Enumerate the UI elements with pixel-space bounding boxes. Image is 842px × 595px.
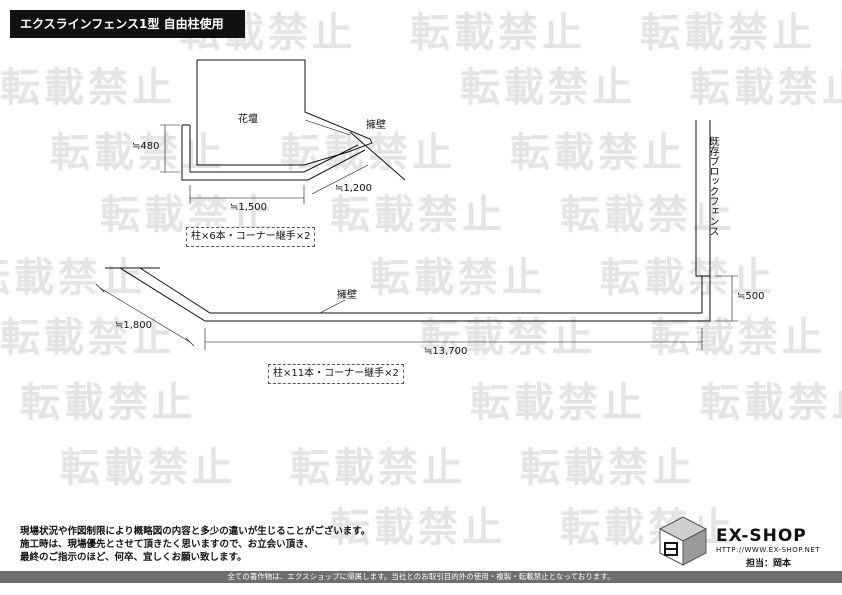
watermark: 転載禁止: [690, 65, 842, 111]
lower-fence-outer: [119, 267, 711, 322]
drawing-title: エクスラインフェンス1型 自由柱使用: [10, 10, 245, 38]
watermark: 転載禁止: [50, 130, 226, 176]
watermark: 転載禁止: [0, 255, 146, 301]
watermark: 転載禁止: [700, 380, 842, 426]
dim-480: ≒480: [132, 141, 160, 152]
retaining-wall-upper-label: 擁壁: [366, 120, 386, 131]
watermark: 転載禁止: [520, 445, 696, 491]
watermark: 転載禁止: [510, 130, 686, 176]
brand-name: EX-SHOP: [716, 526, 807, 546]
watermark: 転載禁止: [600, 255, 776, 301]
watermark: 転載禁止: [640, 10, 816, 56]
block-fence-label: 既存ブロックフェンス: [707, 136, 718, 236]
watermark: 転載禁止: [410, 10, 586, 56]
watermark: 転載禁止: [330, 505, 506, 551]
dim-1500: ≒1,500: [230, 202, 268, 213]
lower-fence-inner: [139, 267, 703, 314]
watermark: 転載禁止: [650, 315, 826, 361]
watermark: 転載禁止: [60, 445, 236, 491]
copyright-footer: 全ての著作物は、エクスショップに帰属します。当社とのお取引目的外の使用・複製・転…: [0, 571, 842, 583]
notes: 現場状況や作図制限により概略図の内容と多少の違いが生じることがございます。 施工…: [20, 525, 370, 564]
watermark: 転載禁止: [0, 315, 176, 361]
dim-13700: ≒13,700: [424, 346, 468, 357]
flower-bed-label: 花壇: [238, 114, 258, 125]
watermark: 転載禁止: [460, 65, 636, 111]
ex-shop-logo-icon: [658, 516, 708, 566]
watermark: 転載禁止: [560, 192, 736, 238]
dim-1800: ≒1,800: [115, 320, 153, 331]
note-line: 最終のご指示のほど、何卒、宜しくお願い致します。: [20, 552, 247, 563]
retaining-wall-lower-label: 擁壁: [337, 290, 357, 301]
flower-bed-outline: [196, 59, 373, 166]
watermark: 転載禁止: [330, 192, 506, 238]
watermark: 転載禁止: [0, 65, 176, 111]
watermark: 転載禁止: [290, 445, 466, 491]
watermark: 転載禁止: [20, 380, 196, 426]
upper-retaining-wall: [349, 131, 406, 181]
note-line: 現場状況や作図制限により概略図の内容と多少の違いが生じることがございます。: [20, 526, 371, 537]
watermark: 転載禁止: [420, 315, 596, 361]
note-line: 施工時は、現場優先とさせて頂きたく思いますので、お立会い頂き、: [20, 539, 314, 550]
upper-fence-outer: [181, 125, 366, 181]
watermark: 転載禁止: [370, 255, 546, 301]
spec-upper: 柱×6本・コーナー継手×2: [186, 227, 316, 247]
spec-lower: 柱×11本・コーナー継手×2: [268, 364, 404, 384]
person-in-charge: 担当：岡本: [746, 559, 792, 569]
dim-1200: ≒1,200: [335, 183, 373, 194]
brand-url: HTTP://WWW.EX-SHOP.NET: [716, 546, 821, 554]
watermark: 転載禁止: [470, 380, 646, 426]
upper-fence-inner: [189, 125, 359, 173]
dim-500: ≒500: [737, 291, 765, 302]
